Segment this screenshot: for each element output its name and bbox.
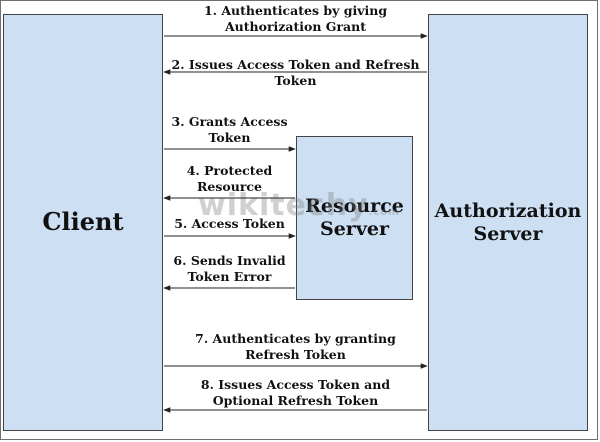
resource-server-box: Resource Server: [296, 136, 413, 300]
step-1-label: 1. Authenticates by giving Authorization…: [203, 3, 388, 34]
client-label: Client: [42, 207, 124, 237]
step-2-label: 2. Issues Access Token and Refresh Token: [171, 57, 420, 88]
step-5-label: 5. Access Token: [174, 216, 285, 231]
authorization-server-box: Authorization Server: [428, 14, 588, 431]
authorization-server-label: Authorization Server: [434, 199, 582, 245]
step-4-label: 4. Protected Resource: [186, 163, 273, 194]
step-3-label: 3. Grants Access Token: [171, 114, 288, 145]
step-6-label: 6. Sends Invalid Token Error: [173, 253, 286, 284]
step-7-label: 7. Authenticates by granting Refresh Tok…: [195, 331, 396, 362]
resource-server-label: Resource Server: [305, 195, 404, 240]
client-box: Client: [3, 14, 163, 431]
step-8-label: 8. Issues Access Token and Optional Refr…: [200, 377, 391, 408]
watermark: wikitechy.com: [198, 188, 400, 223]
